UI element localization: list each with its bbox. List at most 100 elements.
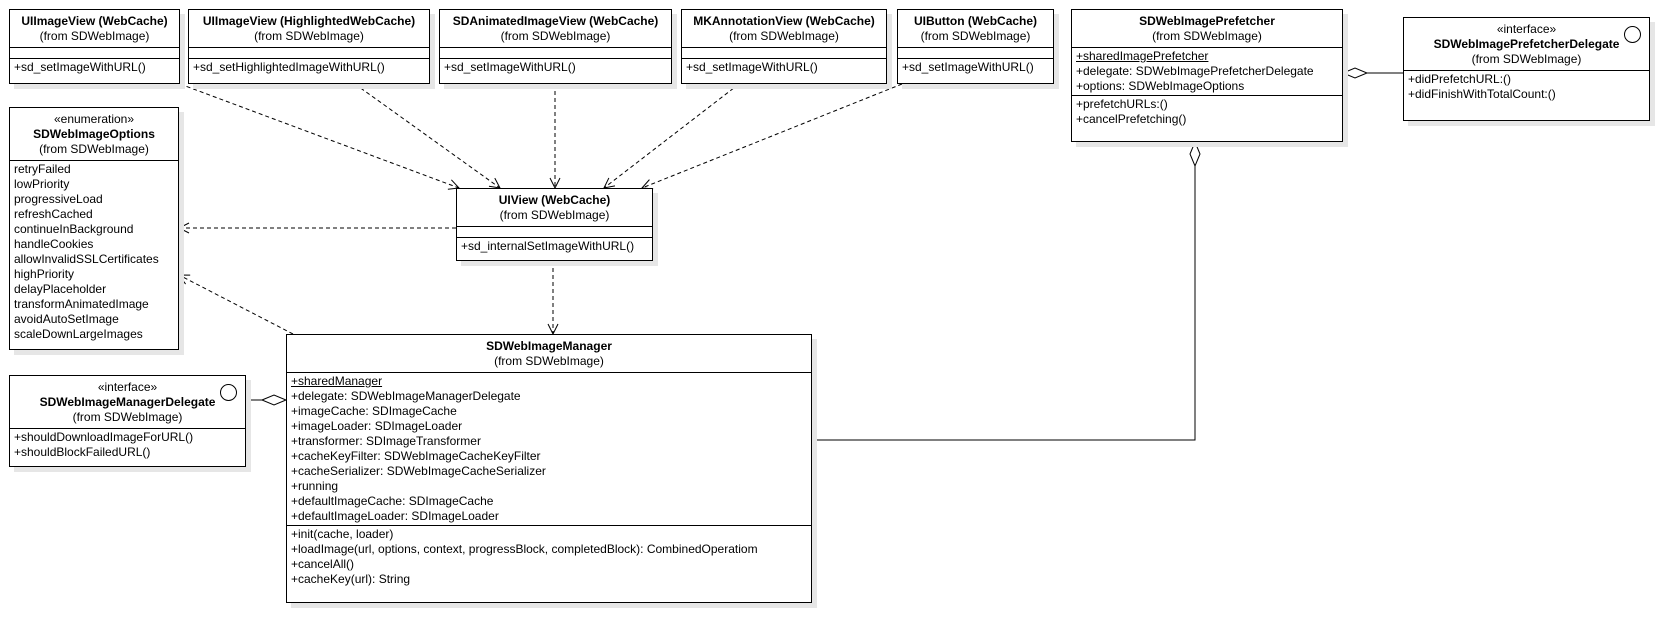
operation: +sd_setImageWithURL() — [686, 60, 818, 74]
dependency-uiimageview-to-uiview — [179, 83, 459, 188]
operation: +sd_setImageWithURL() — [14, 60, 146, 74]
operation: +didPrefetchURL:() — [1408, 72, 1512, 86]
attributes-compartment — [440, 47, 671, 58]
class-name: SDWebImageManager — [486, 339, 612, 353]
class-package: (from SDWebImage) — [499, 208, 610, 222]
class-header: UIImageView (WebCache) (from SDWebImage) — [10, 10, 179, 47]
operations-compartment: +sd_setImageWithURL() — [440, 58, 671, 76]
enum-literal: highPriority — [14, 267, 75, 281]
enum-literal: retryFailed — [14, 162, 71, 176]
class-sdwebimagemanager[interactable]: SDWebImageManager (from SDWebImage) +sha… — [286, 334, 812, 603]
attribute: +delegate: SDWebImagePrefetcherDelegate — [1076, 64, 1314, 78]
class-package: (from SDWebImage) — [1471, 52, 1582, 66]
class-sdwebimageprefetcher[interactable]: SDWebImagePrefetcher (from SDWebImage) +… — [1071, 9, 1343, 142]
aggregation-diamond-manager-delegate — [260, 394, 288, 406]
attributes-compartment — [189, 47, 429, 58]
association-manager-to-prefetcher — [812, 166, 1196, 441]
class-sdanimatedimageview-webcache[interactable]: SDAnimatedImageView (WebCache) (from SDW… — [439, 9, 672, 84]
operations-compartment: +sd_internalSetImageWithURL() — [457, 237, 652, 255]
enum-literal: avoidAutoSetImage — [14, 312, 119, 326]
class-name: SDWebImageManagerDelegate — [39, 395, 216, 409]
enum-literal: allowInvalidSSLCertificates — [14, 252, 159, 266]
operations-compartment: +sd_setImageWithURL() — [898, 58, 1053, 76]
attributes-compartment — [10, 47, 179, 58]
class-mkannotationview-webcache[interactable]: MKAnnotationView (WebCache) (from SDWebI… — [681, 9, 887, 84]
enum-literal: refreshCached — [14, 207, 93, 221]
attribute: +imageLoader: SDImageLoader — [291, 419, 463, 433]
enum-literal: handleCookies — [14, 237, 94, 251]
interface-sdwebimagemanagerdelegate[interactable]: «interface» SDWebImageManagerDelegate (f… — [9, 375, 246, 467]
static-attribute: +sharedImagePrefetcher — [1076, 49, 1209, 63]
class-header: MKAnnotationView (WebCache) (from SDWebI… — [682, 10, 886, 47]
operation: +sd_setHighlightedImageWithURL() — [193, 60, 385, 74]
enum-literal: lowPriority — [14, 177, 70, 191]
attribute: +transformer: SDImageTransformer — [291, 434, 481, 448]
operation: +shouldBlockFailedURL() — [14, 445, 151, 459]
operation: +loadImage(url, options, context, progre… — [291, 542, 758, 556]
attribute: +cacheSerializer: SDWebImageCacheSeriali… — [291, 464, 546, 478]
class-header: «enumeration» SDWebImageOptions (from SD… — [10, 108, 178, 160]
attributes-compartment: +sharedImagePrefetcher +delegate: SDWebI… — [1072, 47, 1342, 95]
enum-literal: delayPlaceholder — [14, 282, 107, 296]
class-name: UIView (WebCache) — [498, 193, 611, 207]
class-uiimageview-webcache[interactable]: UIImageView (WebCache) (from SDWebImage)… — [9, 9, 180, 84]
aggregation-diamond-prefetcher-delegate — [1341, 67, 1369, 79]
class-name: MKAnnotationView (WebCache) — [693, 14, 875, 28]
enum-literal: continueInBackground — [14, 222, 134, 236]
class-name: SDWebImageOptions — [33, 127, 155, 141]
enum-literal: transformAnimatedImage — [14, 297, 149, 311]
operation: +cancelPrefetching() — [1076, 112, 1187, 126]
interface-circle-icon — [1624, 26, 1641, 43]
class-name: SDAnimatedImageView (WebCache) — [452, 14, 659, 28]
attributes-compartment — [682, 47, 886, 58]
attribute: +defaultImageCache: SDImageCache — [291, 494, 494, 508]
operation: +sd_internalSetImageWithURL() — [461, 239, 635, 253]
class-package: (from SDWebImage) — [920, 29, 1031, 43]
dependency-mkannotation-to-uiview — [604, 83, 740, 188]
class-package: (from SDWebImage) — [39, 29, 150, 43]
operations-compartment: +prefetchURLs:() +cancelPrefetching() — [1072, 95, 1342, 128]
class-package: (from SDWebImage) — [254, 29, 364, 43]
stereotype: «interface» — [1496, 22, 1557, 36]
class-header: UIView (WebCache) (from SDWebImage) — [457, 189, 652, 226]
operation: +sd_setImageWithURL() — [902, 60, 1034, 74]
operation: +sd_setImageWithURL() — [444, 60, 576, 74]
class-package: (from SDWebImage) — [729, 29, 839, 43]
attribute: +running — [291, 479, 339, 493]
operations-compartment: +sd_setImageWithURL() — [682, 58, 886, 76]
class-uiview-webcache[interactable]: UIView (WebCache) (from SDWebImage) +sd_… — [456, 188, 653, 261]
stereotype: «enumeration» — [53, 112, 135, 126]
operations-compartment: +didPrefetchURL:() +didFinishWithTotalCo… — [1404, 70, 1649, 103]
operation: +didFinishWithTotalCount:() — [1408, 87, 1556, 101]
attribute: +options: SDWebImageOptions — [1076, 79, 1245, 93]
enumeration-sdwebimageoptions[interactable]: «enumeration» SDWebImageOptions (from SD… — [9, 107, 179, 350]
class-package: (from SDWebImage) — [500, 29, 611, 43]
operation: +init(cache, loader) — [291, 527, 394, 541]
operation: +cancelAll() — [291, 557, 355, 571]
class-name: UIImageView (WebCache) — [21, 14, 168, 28]
operations-compartment: +shouldDownloadImageForURL() +shouldBloc… — [10, 428, 245, 461]
class-header: SDAnimatedImageView (WebCache) (from SDW… — [440, 10, 671, 47]
class-header: SDWebImagePrefetcher (from SDWebImage) — [1072, 10, 1342, 47]
class-package: (from SDWebImage) — [494, 354, 604, 368]
enum-literal: progressiveLoad — [14, 192, 103, 206]
class-package: (from SDWebImage) — [1152, 29, 1262, 43]
attribute: +defaultImageLoader: SDImageLoader — [291, 509, 499, 523]
class-package: (from SDWebImage) — [39, 142, 149, 156]
class-header: «interface» SDWebImagePrefetcherDelegate… — [1404, 18, 1649, 70]
class-name: SDWebImagePrefetcherDelegate — [1433, 37, 1620, 51]
interface-circle-icon — [220, 384, 237, 401]
operations-compartment: +init(cache, loader) +loadImage(url, opt… — [287, 525, 811, 588]
aggregation-diamond-prefetcher-manager — [1189, 140, 1201, 168]
attribute: +cacheKeyFilter: SDWebImageCacheKeyFilte… — [291, 449, 541, 463]
attributes-compartment — [457, 226, 652, 237]
dependency-manager-to-options — [179, 275, 294, 335]
interface-sdwebimageprefetcherdelegate[interactable]: «interface» SDWebImagePrefetcherDelegate… — [1403, 17, 1650, 121]
class-uibutton-webcache[interactable]: UIButton (WebCache) (from SDWebImage) +s… — [897, 9, 1054, 84]
literals-compartment: retryFailed lowPriority progressiveLoad … — [10, 160, 178, 343]
class-name: SDWebImagePrefetcher — [1139, 14, 1275, 28]
static-attribute: +sharedManager — [291, 374, 383, 388]
class-header: «interface» SDWebImageManagerDelegate (f… — [10, 376, 245, 428]
class-uiimageview-highlightedwebcache[interactable]: UIImageView (HighlightedWebCache) (from … — [188, 9, 430, 84]
